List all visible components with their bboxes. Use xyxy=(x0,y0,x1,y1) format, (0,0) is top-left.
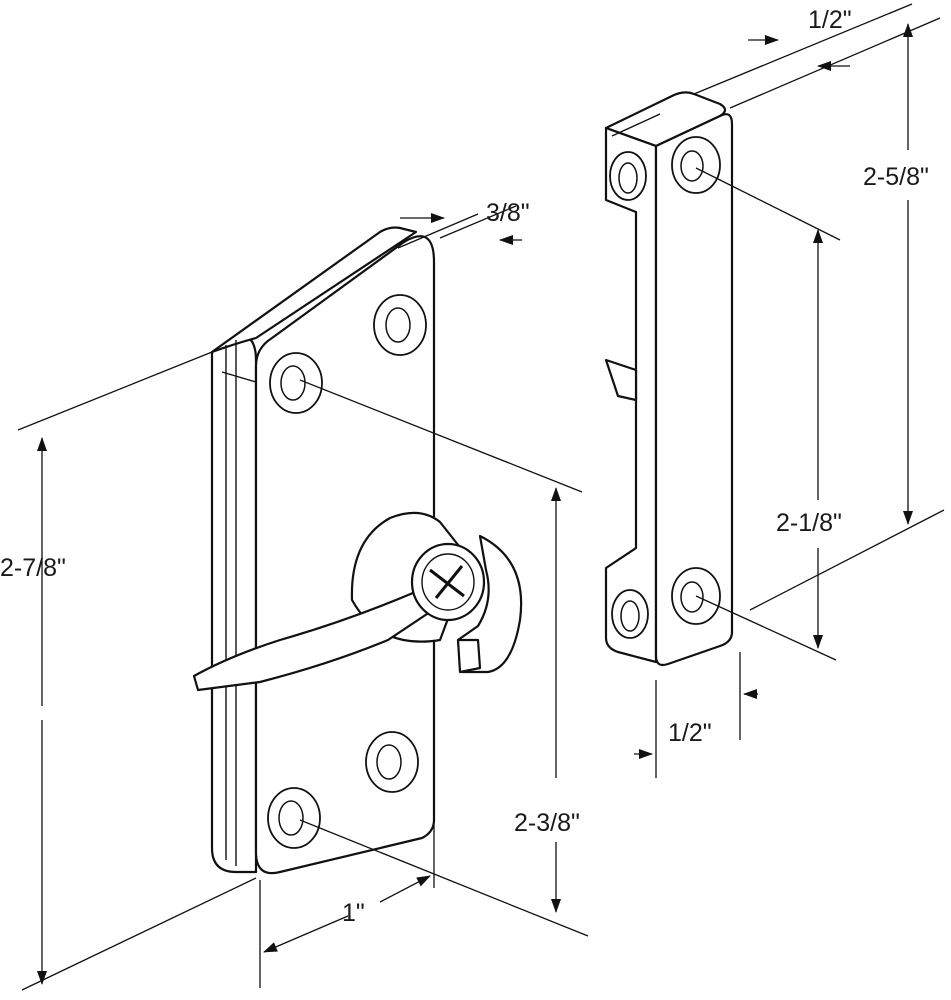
latch-hole-spacing-label: 2-3/8" xyxy=(514,809,580,837)
keeper-height-label: 2-5/8" xyxy=(863,163,929,191)
keeper-hole-spacing-label: 2-1/8" xyxy=(776,509,842,537)
dimension-lines xyxy=(17,3,945,991)
latch-mounting-holes xyxy=(267,294,427,849)
keeper-thickness-label: 1/2" xyxy=(808,6,852,34)
keeper-width-label: 1/2" xyxy=(668,719,712,747)
latch-thickness-label: 3/8" xyxy=(486,199,530,227)
latch-height-label: 2-7/8" xyxy=(0,554,66,582)
latch-width-label: 1" xyxy=(342,899,365,927)
latch-lever xyxy=(192,511,523,692)
keeper-body xyxy=(604,91,734,667)
keeper-mounting-holes xyxy=(609,136,721,639)
